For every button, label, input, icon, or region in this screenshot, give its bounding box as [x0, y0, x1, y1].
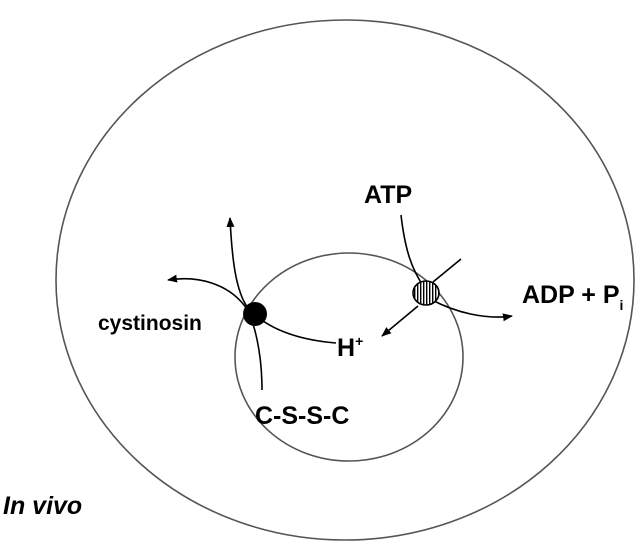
cystine-efflux-arrow	[167, 274, 263, 391]
proton-superscript: +	[355, 333, 363, 349]
atpase-pump-symbol	[412, 280, 440, 306]
proton-main-text: H	[337, 334, 355, 362]
cystinosin-label: cystinosin	[98, 312, 202, 335]
adp-output-arrow	[431, 299, 513, 322]
pump-release-line	[432, 258, 462, 283]
lysosome-membrane	[234, 252, 464, 462]
cystine-label: C-S-S-C	[255, 402, 349, 430]
adp-pi-label: ADP + Pi	[522, 281, 623, 313]
proton-pump-arrow	[381, 305, 419, 337]
atp-label: ATP	[364, 181, 412, 209]
condition-label: In vivo	[3, 492, 82, 520]
proton-label: H+	[337, 333, 363, 362]
adp-pi-main-text: ADP + P	[522, 281, 620, 309]
adp-pi-subscript: i	[620, 297, 624, 313]
cell-membrane	[55, 19, 635, 541]
cystinosin-transporter-symbol	[243, 302, 267, 326]
proton-efflux-arrow	[226, 217, 337, 344]
